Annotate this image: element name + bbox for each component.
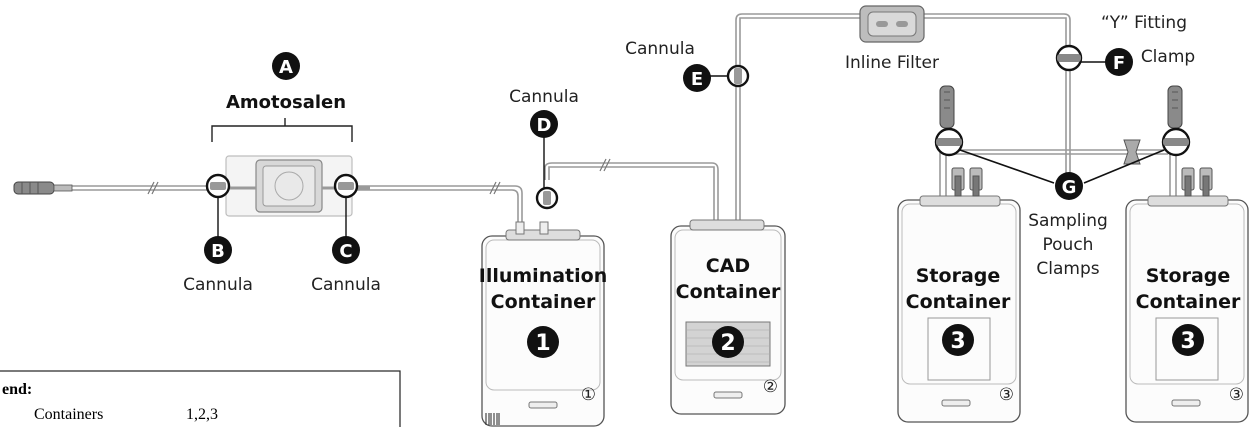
sampling-label-1: Sampling [1028,211,1108,231]
badge-a: A [272,52,300,80]
cannula-e-label: Cannula [625,39,695,59]
container-number-badge [1172,324,1204,356]
tube-to-cad [544,162,719,226]
storage2-corner-mark: ③ [1229,385,1244,405]
svg-text:D: D [537,115,552,136]
y-fitting-label: “Y” Fitting [1101,13,1187,33]
cannula-c-marker [333,173,359,238]
sampling-label-2: Pouch [1043,235,1094,255]
sampling-pouch-1 [939,85,955,129]
illumination-number: 1 [535,331,550,356]
storage2-line2: Container [1136,291,1241,313]
container-number-badge [942,324,974,356]
cad-line1: CAD [706,255,750,277]
inline-filter [859,5,925,43]
illumination-line1: Illumination [479,265,607,287]
storage-container-2: Storage Container 3 ③ [1125,167,1249,423]
storage1-ports [951,167,983,197]
storage-container-1: Storage Container 3 ③ [897,167,1021,423]
container-number-badge [712,326,744,358]
illumination-corner-mark: ① [581,385,596,405]
svg-text:C: C [339,241,352,262]
tube-cad-up [735,13,1071,226]
storage1-line1: Storage [916,265,1001,287]
tube-main-left [70,185,523,236]
badge-c: C [332,236,360,264]
cad-number: 2 [720,331,735,356]
cannula-d-label: Cannula [509,87,579,107]
container-number-badge [527,326,559,358]
illumination-line2: Container [491,291,596,313]
tube-cad-up-2 [739,17,1067,226]
amotosalen-label: Amotosalen [226,92,346,113]
cannula-c-label: Cannula [311,275,381,295]
cannula-d-marker [535,136,559,210]
cannula-b-marker [205,173,231,238]
storage1-line2: Container [906,291,1011,313]
legend-title: end: [2,381,32,398]
tube-y-branch [939,150,1177,200]
badge-e: E [683,64,711,92]
barcode [485,413,500,425]
y-fitting-clamp-f [1055,44,1106,72]
cannula-b-label: Cannula [183,275,253,295]
badge-b: B [204,236,232,264]
cad-container: CAD Container 2 ② [670,219,786,415]
legend-row1-label: Containers [34,406,103,423]
cad-line2: Container [676,281,781,303]
cross-clamp [1123,139,1141,165]
storage2-number: 3 [1180,329,1195,354]
legend: end: Containers 1,2,3 [0,370,401,427]
storage2-line1: Storage [1146,265,1231,287]
svg-text:A: A [279,57,293,78]
amotosalen-unit [206,155,370,217]
storage2-ports [1181,167,1213,197]
cannula-e-marker [710,64,750,88]
storage1-corner-mark: ③ [999,385,1014,405]
svg-text:G: G [1062,177,1077,198]
svg-text:E: E [691,69,703,90]
spike-connector [13,181,73,195]
storage1-number: 3 [950,329,965,354]
cad-corner-mark: ② [763,377,778,397]
inline-filter-label: Inline Filter [845,53,939,73]
tube-breaks [147,158,611,195]
badge-d: D [530,110,558,138]
svg-text:F: F [1113,53,1125,74]
sampling-label-3: Clamps [1036,259,1099,279]
tube-to-cad-2 [548,166,715,226]
sampling-pouch-2 [1167,85,1183,129]
badge-f: F [1105,48,1133,76]
clamp-label: Clamp [1141,47,1195,67]
badge-g: G [1055,172,1083,200]
legend-row1-value: 1,2,3 [186,406,218,423]
sampling-clamp-markers [934,127,1191,184]
amotosalen-bracket [211,118,353,142]
illumination-container: Illumination Container 1 ① [479,221,607,427]
svg-text:B: B [211,241,225,262]
